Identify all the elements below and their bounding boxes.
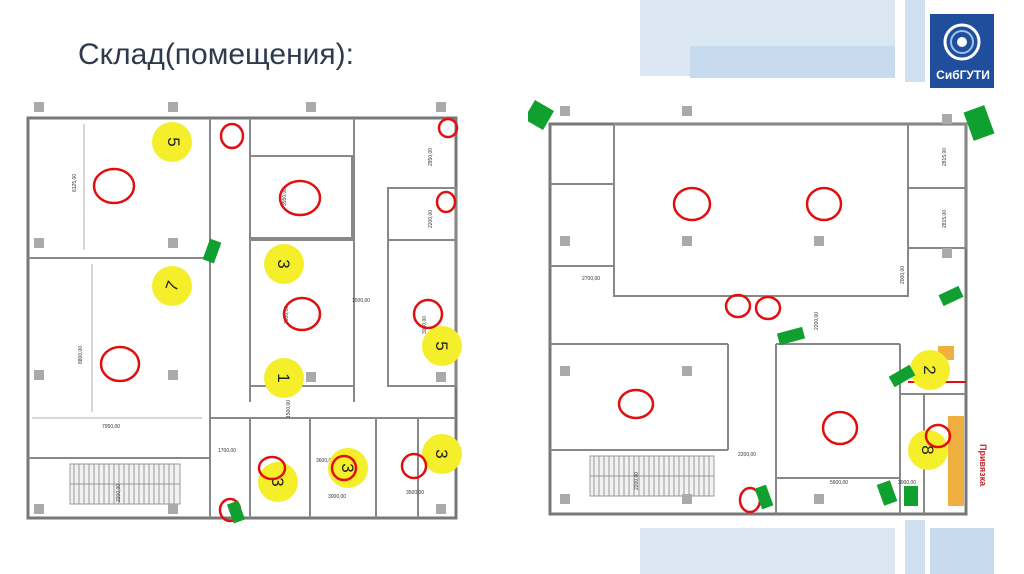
floor-plan-right: 2815,00 2815,00 2000,00 2200,00 2700,00 … (528, 99, 995, 516)
svg-text:2: 2 (920, 365, 939, 374)
dimension-label: 1500,00 (286, 400, 292, 418)
dimension-label: 3500,00 (284, 306, 290, 324)
columns (560, 106, 952, 504)
svg-text:3: 3 (274, 259, 293, 268)
zone-badge: 2 (910, 350, 950, 390)
dimension-label: 2200,00 (634, 472, 640, 490)
dimension-label: 3000,00 (328, 494, 346, 500)
dimension-label: 2200,00 (738, 452, 756, 458)
dimension-label: 7950,00 (102, 424, 120, 430)
decor-panel-bottom-2 (905, 520, 925, 574)
dimension-label: 3000,00 (422, 316, 428, 334)
circle-marker-icon (617, 186, 952, 514)
svg-text:3: 3 (338, 463, 357, 472)
dimension-label: 2200,00 (814, 312, 820, 330)
zone-badge: 3 (422, 434, 462, 474)
dimension-label: 2950,00 (428, 148, 434, 166)
dimension-label: 3500,00 (406, 490, 424, 496)
logo-text: СибГУТИ (936, 68, 990, 82)
zone-badge: 8 (908, 430, 948, 470)
svg-text:5: 5 (432, 341, 451, 350)
zone-badge: 5 (152, 122, 192, 162)
dimension-label: 2815,00 (942, 148, 948, 166)
dimension-label: 3550,00 (282, 188, 288, 206)
staircase (69, 463, 181, 505)
decor-panel-top-2 (690, 46, 895, 78)
svg-text:3: 3 (432, 449, 451, 458)
zone-badge: 3 (258, 462, 298, 502)
dimension-label: 1700,00 (218, 448, 236, 454)
side-label: Привязка (978, 444, 988, 487)
dimension-label: 2700,00 (582, 276, 600, 282)
dimension-label: 3600,00 (316, 458, 334, 464)
dimension-label: 2000,00 (900, 266, 906, 284)
dimension-label: 2815,00 (942, 210, 948, 228)
dimension-label: 6125,00 (72, 174, 78, 192)
dimension-label: 8800,00 (78, 346, 84, 364)
dimension-label: 3000,00 (898, 480, 916, 486)
zone-badge: 3 (264, 244, 304, 284)
zone-badge: 5 (422, 326, 462, 366)
zone-badge: 1 (264, 358, 304, 398)
camera-icon (528, 99, 995, 510)
svg-text:8: 8 (918, 445, 937, 454)
svg-text:3: 3 (268, 477, 287, 486)
zone-badge: 7 (152, 266, 192, 306)
dimension-label: 5600,00 (830, 480, 848, 486)
dimension-label: 1500,00 (352, 298, 370, 304)
decor-panel-top-3 (895, 0, 905, 82)
floor-plan-left: 6125,00 8800,00 7950,00 3550,00 3500,00 … (26, 102, 462, 524)
slide-title: Склад(помещения): (78, 38, 354, 71)
dimension-label: 2200,00 (428, 210, 434, 228)
dimension-label: 2200,00 (116, 484, 122, 502)
decor-panel-bottom-1 (640, 528, 895, 574)
columns (34, 102, 446, 514)
staircase (589, 455, 715, 497)
decor-panel-top-4 (905, 0, 925, 82)
logo-ring-icon (943, 23, 981, 61)
svg-text:1: 1 (274, 373, 293, 382)
svg-text:5: 5 (164, 137, 183, 146)
circle-marker-icon (92, 117, 459, 523)
decor-panel-bottom-3 (930, 528, 994, 574)
camera-icon (202, 238, 246, 524)
zone-badge: 3 (328, 448, 368, 488)
